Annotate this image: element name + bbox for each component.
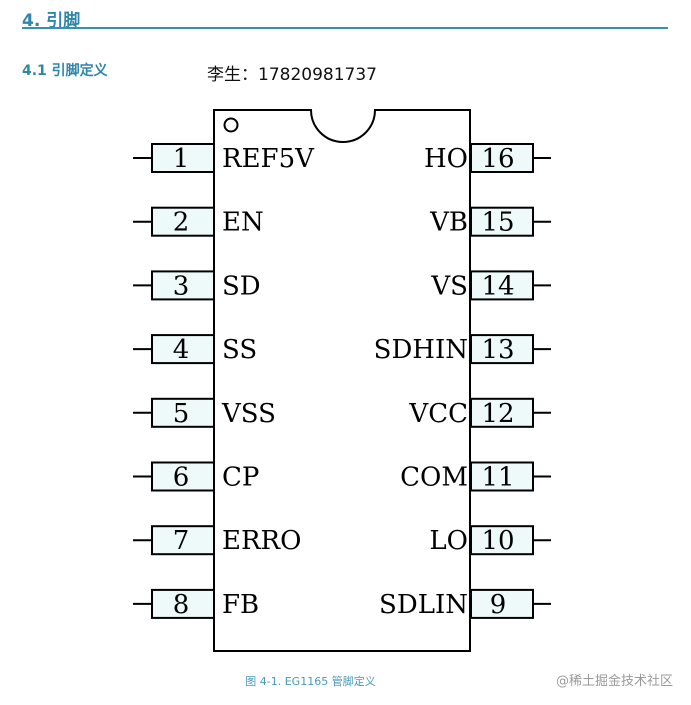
pin-number: 2 xyxy=(173,208,190,238)
pin-number: 6 xyxy=(173,463,190,493)
pin-name: SD xyxy=(222,271,261,301)
pin-box xyxy=(470,588,534,619)
contact-note: 李生：17820981737 xyxy=(207,65,377,85)
pin-box xyxy=(470,143,534,173)
pin-number: 10 xyxy=(481,526,514,556)
pin-12: 12 VCC xyxy=(408,397,551,429)
pin-box xyxy=(470,206,534,237)
pin-box xyxy=(470,525,534,556)
pin-box xyxy=(470,270,534,301)
pin-10: 10 LO xyxy=(429,525,551,556)
pin-name: VB xyxy=(429,208,468,238)
pin-number: 11 xyxy=(481,463,514,493)
pin-name: ERRO xyxy=(222,526,301,556)
pin-name: EN xyxy=(222,208,264,238)
pin-15: 15 VB xyxy=(429,206,551,238)
pin-box xyxy=(151,143,215,173)
pin-11: 11 COM xyxy=(400,461,551,493)
pin-box xyxy=(151,334,215,365)
pin-8: 8 FB xyxy=(133,588,259,620)
pin-6: 6 CP xyxy=(133,461,259,493)
pin-number: 13 xyxy=(481,335,514,365)
pin-number: 8 xyxy=(173,590,190,620)
pin-box xyxy=(151,461,215,492)
pin-box xyxy=(151,397,215,428)
ic-package-body xyxy=(213,109,471,652)
pin-box xyxy=(470,397,534,428)
pin-name: HO xyxy=(424,144,468,174)
pin-number: 16 xyxy=(481,144,514,174)
pin-number: 1 xyxy=(173,144,190,174)
pin-9: 9 SDLIN xyxy=(379,588,551,620)
pin-number: 9 xyxy=(490,590,507,620)
pin-number: 15 xyxy=(481,208,514,238)
pin-box xyxy=(151,206,215,237)
pin-number: 12 xyxy=(481,399,514,429)
pin-4: 4 SS xyxy=(133,334,257,365)
pin-name: REF5V xyxy=(222,144,315,174)
pin-name: VCC xyxy=(408,399,468,429)
pin-14: 14 VS xyxy=(430,270,551,301)
pin-name: VS xyxy=(430,271,468,301)
pin-box xyxy=(151,525,215,556)
pin-name: CP xyxy=(222,463,259,493)
pin-16: 16 HO xyxy=(424,143,551,174)
left-pin-column: 1 REF5V 2 EN 3 SD 4 SS 5 VSS 6 CP 7 ERRO 8 FB xyxy=(133,143,315,620)
pin-2: 2 EN xyxy=(133,206,264,238)
pin-box xyxy=(470,334,534,365)
pin-box xyxy=(470,461,534,492)
watermark: @稀土掘金技术社区 xyxy=(555,674,673,689)
section-title: 4. 引脚 xyxy=(22,11,81,31)
pin-number: 4 xyxy=(173,335,190,365)
pin-number: 7 xyxy=(173,526,190,556)
subsection-title: 4.1 引脚定义 xyxy=(22,63,108,79)
pin-box xyxy=(151,588,215,619)
pin-5: 5 VSS xyxy=(133,397,276,429)
pin-7: 7 ERRO xyxy=(133,525,301,556)
pin-13: 13 SDHIN xyxy=(374,334,551,365)
pin-number: 14 xyxy=(481,271,514,301)
pin-number: 3 xyxy=(173,271,190,301)
figure-caption: 图 4-1. EG1165 管脚定义 xyxy=(245,675,376,688)
pin-name: SDHIN xyxy=(374,335,468,365)
pin-name: SS xyxy=(222,335,257,365)
pin-name: LO xyxy=(429,526,468,556)
pin-3: 3 SD xyxy=(133,270,261,301)
right-pin-column: 16 HO 15 VB 14 VS 13 SDHIN 12 VCC 11 COM 10 LO 9 SDLIN xyxy=(374,143,551,620)
pin-name: VSS xyxy=(221,399,276,429)
pin-name: FB xyxy=(222,590,259,620)
pin-box xyxy=(151,270,215,301)
pin-1: 1 REF5V xyxy=(133,143,315,174)
pin1-indicator-dot xyxy=(223,117,239,133)
pin-name: SDLIN xyxy=(379,590,468,620)
section-divider xyxy=(22,27,668,29)
pin-number: 5 xyxy=(173,399,190,429)
pin-name: COM xyxy=(400,463,468,493)
